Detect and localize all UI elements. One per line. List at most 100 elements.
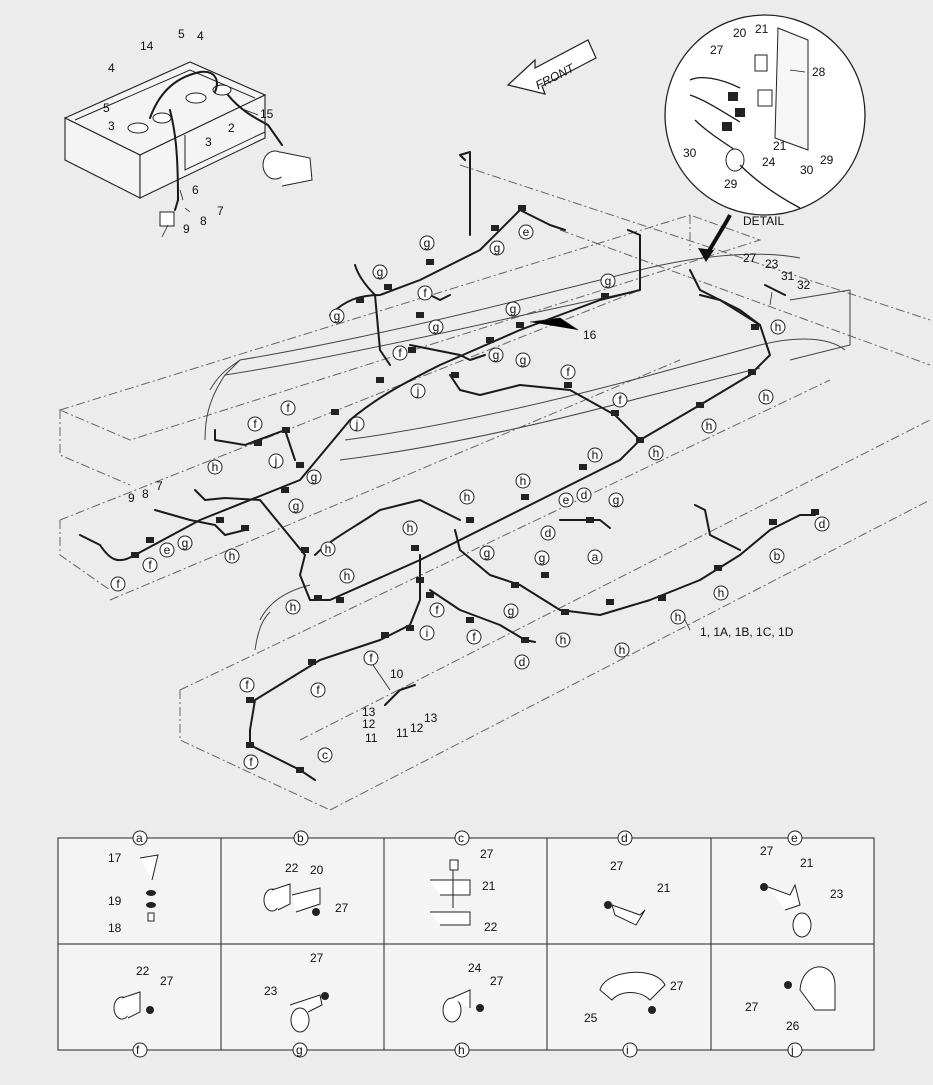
detail-label: DETAIL bbox=[743, 214, 784, 228]
callout-28: 28 bbox=[812, 65, 826, 79]
clamp-marker-letter: g bbox=[311, 470, 318, 484]
clamp-marker-letter: f bbox=[435, 603, 439, 617]
clamp-marker-g: g bbox=[488, 347, 504, 363]
harness-clamp bbox=[282, 427, 290, 433]
harness-clamp bbox=[216, 517, 224, 523]
front-arrow-icon: FRONT bbox=[506, 39, 597, 95]
harness-clamp bbox=[541, 572, 549, 578]
callout-32: 32 bbox=[797, 278, 811, 292]
harness-clamp bbox=[426, 259, 434, 265]
clamp-marker-circle bbox=[555, 632, 571, 648]
legend-b-part-20: 20 bbox=[310, 863, 324, 877]
callout-21: 21 bbox=[773, 139, 787, 153]
callout-5: 5 bbox=[178, 27, 185, 41]
clamp-marker-a: a bbox=[587, 549, 603, 565]
wiring-harness bbox=[79, 151, 816, 781]
callout-23: 23 bbox=[765, 257, 779, 271]
harness-clamp bbox=[561, 609, 569, 615]
callout-3: 3 bbox=[108, 119, 115, 133]
legend-cell-j: j 27 26 bbox=[745, 966, 836, 1058]
main-harness-label: 1, 1A, 1B, 1C, 1D bbox=[700, 625, 794, 639]
legend-letter-i: i bbox=[626, 1043, 629, 1057]
clamp-marker-letter: h bbox=[464, 490, 471, 504]
callout-27: 27 bbox=[743, 251, 757, 265]
harness-clamp bbox=[486, 337, 494, 343]
clamp-marker-e: e bbox=[159, 542, 175, 558]
harness-clamp bbox=[586, 517, 594, 523]
clamp-marker-letter: h bbox=[520, 474, 527, 488]
harness-clamp bbox=[466, 617, 474, 623]
clamp-marker-letter: g bbox=[493, 348, 500, 362]
clamp-marker-circle bbox=[608, 492, 624, 508]
clamp-marker-circle bbox=[429, 602, 445, 618]
harness-clamp bbox=[518, 205, 526, 211]
harness-clamp bbox=[308, 659, 316, 665]
clamp-marker-letter: g bbox=[605, 274, 612, 288]
clamp-marker-circle bbox=[320, 541, 336, 557]
legend-b-part-27: 27 bbox=[335, 901, 349, 915]
clamp-marker-h: h bbox=[587, 447, 603, 463]
legend-letter-e: e bbox=[791, 831, 798, 845]
harness-clamp bbox=[281, 487, 289, 493]
callout-10: 10 bbox=[390, 667, 404, 681]
clamp-marker-h: h bbox=[701, 418, 717, 434]
clamp-marker-letter: h bbox=[653, 446, 660, 460]
harness-clamp bbox=[751, 324, 759, 330]
clamp-marker-f: f bbox=[417, 285, 433, 301]
legend-a-part-19: 19 bbox=[108, 894, 122, 908]
clamp-marker-letter: d bbox=[519, 655, 526, 669]
clamp-marker-circle bbox=[207, 459, 223, 475]
clamp-marker-circle bbox=[310, 682, 326, 698]
callout-13: 13 bbox=[424, 711, 438, 725]
clamp-marker-g: g bbox=[515, 352, 531, 368]
clamp-marker-circle bbox=[515, 352, 531, 368]
clamp-marker-j: j bbox=[349, 416, 365, 432]
harness-clamp bbox=[416, 577, 424, 583]
clamp-marker-circle bbox=[159, 542, 175, 558]
clamp-marker-circle bbox=[410, 383, 426, 399]
clamp-marker-letter: a bbox=[592, 550, 599, 564]
clamp-marker-circle bbox=[587, 549, 603, 565]
clamp-marker-circle bbox=[247, 416, 263, 432]
legend-e-part-21: 21 bbox=[800, 856, 814, 870]
clamp-marker-letter: g bbox=[182, 536, 189, 550]
clamp-marker-letter: g bbox=[508, 604, 515, 618]
clamp-marker-circle bbox=[713, 585, 729, 601]
callout-15: 15 bbox=[260, 107, 274, 121]
clamp-marker-b: b bbox=[769, 548, 785, 564]
clamp-marker-circle bbox=[534, 550, 550, 566]
callout-21: 21 bbox=[755, 22, 769, 36]
clamp-marker-letter: g bbox=[520, 353, 527, 367]
clamp-marker-circle bbox=[505, 301, 521, 317]
harness-clamp bbox=[611, 410, 619, 416]
clamp-marker-letter: h bbox=[718, 586, 725, 600]
callout-9: 9 bbox=[128, 491, 135, 505]
clamp-marker-e: e bbox=[558, 492, 574, 508]
clamp-marker-circle bbox=[600, 273, 616, 289]
callout-30: 30 bbox=[683, 146, 697, 160]
clamp-marker-circle bbox=[558, 492, 574, 508]
harness-clamp bbox=[131, 552, 139, 558]
clamp-marker-circle bbox=[769, 548, 785, 564]
harness-clamp bbox=[491, 225, 499, 231]
clamp-marker-letter: g bbox=[377, 265, 384, 279]
clamp-marker-letter: h bbox=[325, 542, 332, 556]
legend-d-part-21: 21 bbox=[657, 881, 671, 895]
clamp-marker-circle bbox=[142, 557, 158, 573]
clamp-marker-circle bbox=[587, 447, 603, 463]
clamp-marker-circle bbox=[306, 469, 322, 485]
clamp-marker-g: g bbox=[306, 469, 322, 485]
callout-3: 3 bbox=[205, 135, 212, 149]
callout-27: 27 bbox=[710, 43, 724, 57]
harness-clamp bbox=[296, 462, 304, 468]
clamp-marker-g: g bbox=[428, 319, 444, 335]
vehicle-frame-outline bbox=[58, 164, 931, 811]
legend-c-part-27: 27 bbox=[480, 847, 494, 861]
harness-clamp bbox=[411, 545, 419, 551]
legend-letter-g: g bbox=[296, 1043, 303, 1057]
clamp-marker-circle bbox=[814, 516, 830, 532]
clamp-marker-letter: h bbox=[229, 549, 236, 563]
clamp-marker-letter: f bbox=[245, 678, 249, 692]
